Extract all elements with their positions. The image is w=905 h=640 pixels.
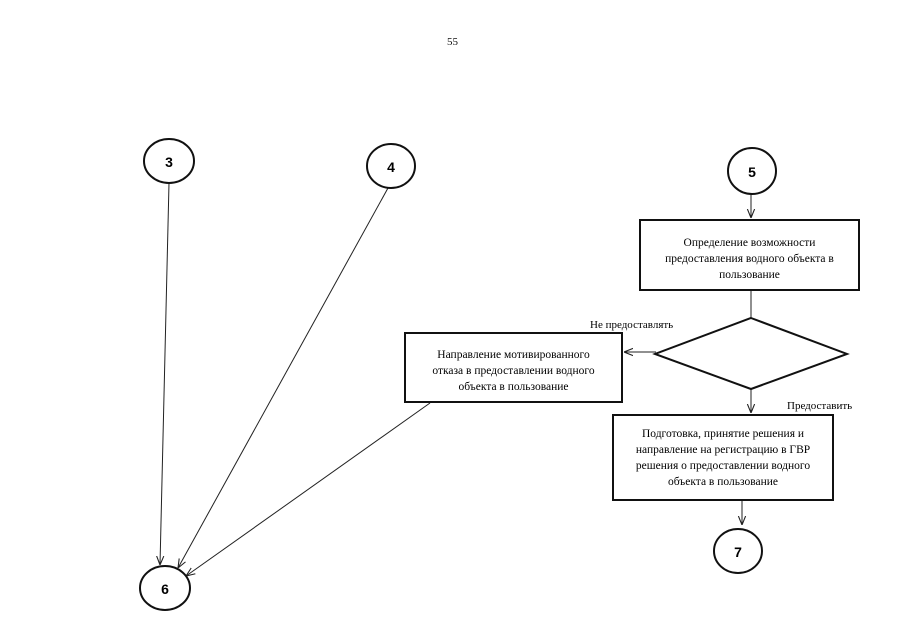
box-determine-line-2: предоставления водного объекта в [665,253,834,265]
connector-6: 6 [139,565,191,611]
box-refusal-line-1: Направление мотивированного [437,349,590,361]
decision-diamond [652,316,850,391]
edge-label-provide: Предоставить [787,400,852,412]
connector-6-label: 6 [161,581,169,597]
connector-4: 4 [366,143,416,189]
connector-5-label: 5 [748,164,756,180]
box-prepare-decision: Подготовка, принятие решения и направлен… [612,414,834,501]
box-prepare-line-3: решения о предоставлении водного [636,460,810,472]
box-refusal-line-2: отказа в предоставлении водного [432,365,595,377]
box-determine-possibility: Определение возможности предоставления в… [639,219,860,291]
box-prepare-line-1: Подготовка, принятие решения и [642,428,804,440]
edge-3-to-6 [160,182,170,565]
box-determine-line-1: Определение возможности [684,237,816,249]
box-refusal-line-3: объекта в пользование [458,381,568,393]
connector-7: 7 [713,528,763,574]
edge-label-do-not-provide: Не предоставлять [590,319,673,331]
edge-4-to-6 [178,187,389,568]
box-refusal: Направление мотивированного отказа в пре… [404,332,623,403]
connector-3: 3 [143,138,195,184]
box-prepare-line-4: объекта в пользование [668,476,778,488]
box-determine-line-3: пользование [719,269,780,281]
connector-3-label: 3 [165,154,173,170]
connector-7-label: 7 [734,544,742,560]
box-prepare-line-2: направление на регистрацию в ГВР [636,444,810,456]
connector-4-label: 4 [387,159,395,175]
connector-5: 5 [727,147,777,195]
page-number: 55 [447,36,458,48]
edge-refusal-to-6 [186,402,431,576]
